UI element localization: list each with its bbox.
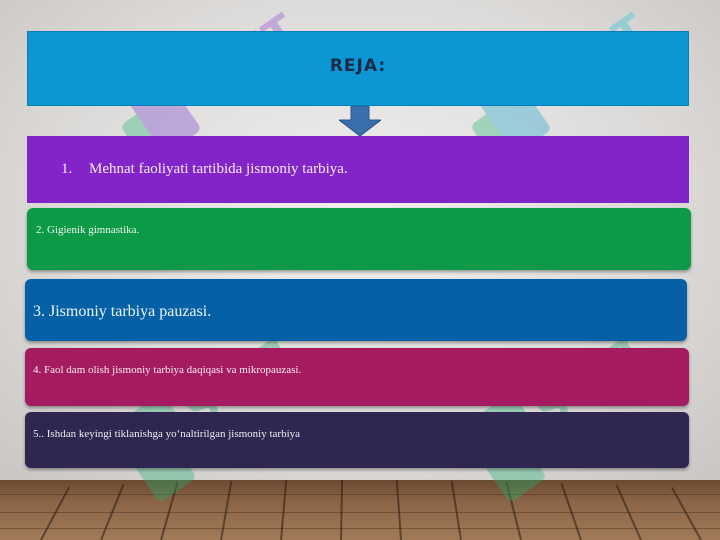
plan-item-2: 2. Gigienik gimnastika. [27,208,691,270]
arrow-down-icon [339,106,381,136]
plan-item-1-text: Mehnat faoliyati tartibida jismoniy tarb… [89,161,348,177]
plan-item-4-text: 4. Faol dam olish jismoniy tarbiya daqiq… [33,364,302,376]
plan-item-3-text: 3. Jismoniy tarbiya pauzasi. [33,303,212,320]
plan-item-1-content: 1. Mehnat faoliyati tartibida jismoniy ta… [27,161,348,178]
plan-item-5-text: 5.. Ishdan keyingi tiklanishga yo‘naltir… [33,428,301,440]
plan-item-1: 1. Mehnat faoliyati tartibida jismoniy ta… [27,136,689,203]
plan-item-3: 3. Jismoniy tarbiya pauzasi. [25,279,687,341]
title-banner: REJA: [27,31,689,106]
plan-item-2-text: 2. Gigienik gimnastika. [36,224,140,236]
plan-item-1-number: 1. [61,161,73,177]
slide-title: REJA: [329,55,387,76]
plan-item-5: 5.. Ishdan keyingi tiklanishga yo‘naltir… [25,412,689,468]
wood-floor [0,480,720,540]
plan-item-4: 4. Faol dam olish jismoniy tarbiya daqiq… [25,348,689,406]
